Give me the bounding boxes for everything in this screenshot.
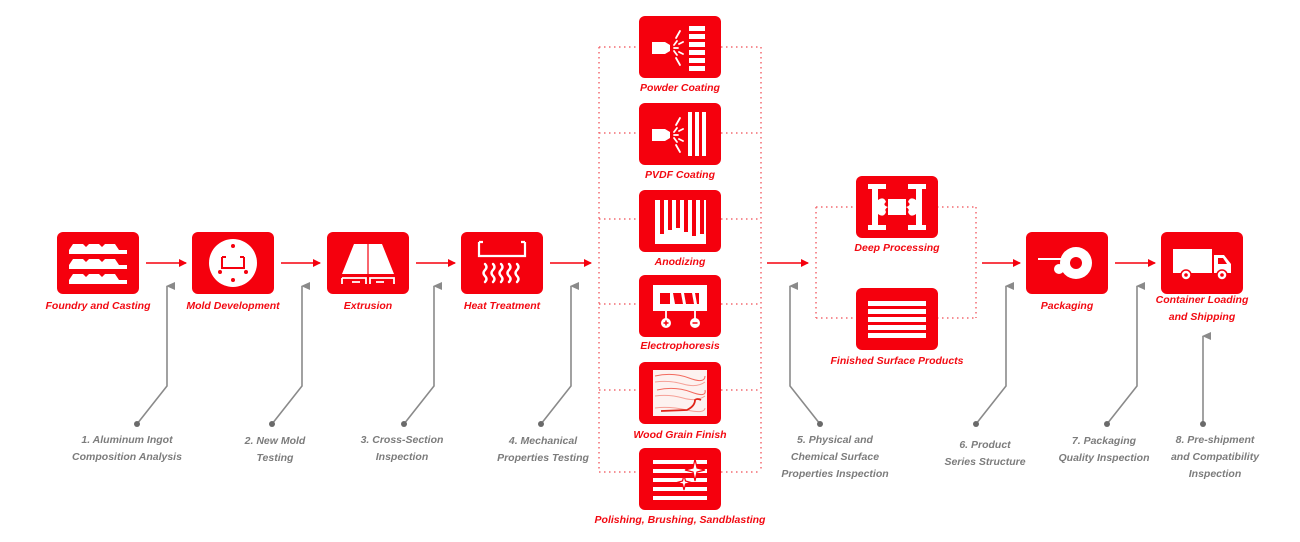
step-label-line: Container Loading: [1155, 294, 1249, 306]
connector-dot: [973, 421, 979, 427]
step-label: Heat Treatment: [463, 300, 541, 312]
connector-dot: [817, 421, 823, 427]
treatment-wood-grain: [639, 362, 721, 424]
inspection-7: 7. Packaging Quality Inspection: [1058, 433, 1149, 467]
treatment-label: PVDF Coating: [645, 169, 715, 181]
step-label: Mold Development: [186, 300, 280, 312]
treatment-powder-coating: [639, 16, 721, 78]
stacked-profiles-icon: [868, 301, 926, 338]
treatment-label: Polishing, Brushing, Sandblasting: [594, 514, 766, 526]
treatment-label: Wood Grain Finish: [633, 429, 727, 441]
mold-die-icon: [209, 239, 257, 287]
step-foundry-casting: [57, 232, 139, 294]
step-label-line: and Shipping: [1168, 311, 1236, 323]
inspection-8: 8. Pre-shipment and Compatibility Inspec…: [1171, 432, 1259, 483]
electrophoresis-icon: [653, 285, 707, 328]
treatment-polishing: [639, 448, 721, 510]
treatment-label: Electrophoresis: [640, 340, 720, 352]
treatment-label: Anodizing: [654, 256, 706, 268]
connector-dot: [1200, 421, 1206, 427]
connector-dot: [269, 421, 275, 427]
inspection-line: 8. Pre-shipment: [1175, 434, 1255, 446]
inspection-line: Properties Inspection: [781, 468, 889, 480]
step-container-loading: [1161, 232, 1243, 294]
inspection-line: 2. New Mold: [244, 435, 306, 447]
inspection-line: 1. Aluminum Ingot: [81, 434, 173, 446]
inspection-line: 6. Product: [959, 439, 1011, 451]
inspection-connector: [789, 282, 821, 425]
inspection-6: 6. Product Series Structure: [944, 437, 1025, 471]
inspection-line: and Compatibility: [1170, 451, 1260, 463]
inspection-line: Composition Analysis: [72, 451, 182, 463]
inspection-line: Series Structure: [944, 456, 1026, 468]
inspection-line: Chemical Surface: [790, 451, 880, 463]
step-heat-treatment: [461, 232, 543, 294]
inspection-line: 4. Mechanical: [508, 435, 578, 447]
inspection-1: 1. Aluminum Ingot Composition Analysis: [72, 432, 182, 466]
inspection-4: 4. Mechanical Properties Testing: [497, 433, 589, 467]
post-finished-surface: [856, 288, 938, 350]
treatment-electrophoresis: [639, 275, 721, 337]
post-label: Deep Processing: [854, 242, 940, 254]
step-mold-development: [192, 232, 274, 294]
spray-gun-bars-icon: [652, 112, 706, 156]
step-label: Foundry and Casting: [45, 300, 151, 312]
inspection-connector: [1106, 282, 1145, 425]
post-label: Finished Surface Products: [830, 355, 964, 367]
inspection-5: 5. Physical and Chemical Surface Propert…: [781, 432, 888, 483]
extrusion-profile-icon: [341, 244, 395, 284]
connector-dot: [134, 421, 140, 427]
step-packaging: [1026, 232, 1108, 294]
post-deep-processing: [856, 176, 938, 238]
step-label: Packaging: [1040, 300, 1094, 312]
inspection-line: 3. Cross-Section: [360, 434, 444, 446]
anodizing-icon: [653, 194, 706, 244]
treatment-anodizing: [639, 190, 721, 252]
inspection-line: Quality Inspection: [1058, 452, 1150, 464]
connector-dot: [1104, 421, 1110, 427]
spray-gun-icon: [652, 26, 705, 71]
machined-part-icon: [868, 184, 926, 230]
inspection-line: 7. Packaging: [1071, 435, 1137, 447]
inspection-2: 2. New Mold Testing: [245, 433, 306, 467]
heat-waves-icon: [477, 240, 527, 284]
aluminum-ingots-icon: [69, 244, 127, 284]
wood-grain-icon: [653, 370, 707, 416]
inspection-line: Testing: [256, 452, 294, 464]
inspection-line: 5. Physical and: [797, 434, 873, 446]
connector-dot: [538, 421, 544, 427]
treatment-label: Powder Coating: [640, 82, 720, 94]
treatment-pvdf-coating: [639, 103, 721, 165]
inspection-line: Properties Testing: [497, 452, 589, 464]
step-label: Extrusion: [343, 300, 393, 312]
wrap-roll-icon: [1038, 247, 1092, 279]
truck-icon: [1173, 249, 1231, 281]
inspection-line: Inspection: [375, 451, 429, 463]
inspection-3: 3. Cross-Section Inspection: [361, 432, 444, 466]
inspection-connector: [403, 282, 442, 425]
sparkle-lines-icon: [653, 458, 707, 500]
inspection-connector: [975, 282, 1014, 425]
inspection-connector: [540, 282, 579, 425]
inspection-line: Inspection: [1188, 468, 1242, 480]
step-extrusion: [327, 232, 409, 294]
connector-dot: [401, 421, 407, 427]
